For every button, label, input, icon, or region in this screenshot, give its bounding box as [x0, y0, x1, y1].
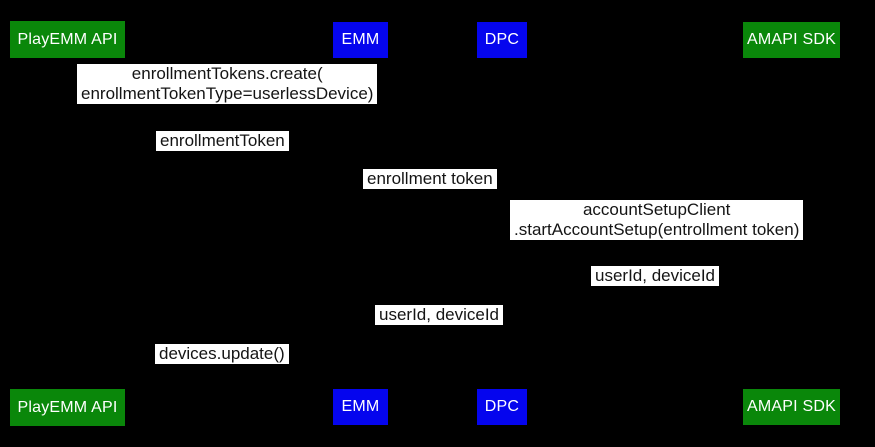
- actor-playemm-api-top: PlayEMM API: [10, 21, 125, 58]
- actor-emm-bottom: EMM: [333, 389, 388, 425]
- actor-amapi-sdk-bottom: AMAPI SDK: [743, 389, 840, 425]
- actor-dpc-top: DPC: [477, 22, 527, 58]
- message-userid-deviceid-right: userId, deviceId: [591, 266, 720, 286]
- message-enrollment-token: enrollment token: [363, 169, 497, 189]
- actor-amapi-sdk-top: AMAPI SDK: [743, 22, 840, 58]
- message-devices-update: devices.update(): [155, 344, 289, 364]
- message-enrollment-tokens-create: enrollmentTokens.create( enrollmentToken…: [77, 64, 378, 104]
- message-start-account-setup: accountSetupClient .startAccountSetup(en…: [510, 200, 804, 240]
- actor-dpc-bottom: DPC: [477, 389, 527, 425]
- actor-emm-top: EMM: [333, 22, 388, 58]
- message-userid-deviceid-left: userId, deviceId: [375, 305, 504, 325]
- actor-playemm-api-bottom: PlayEMM API: [10, 389, 125, 426]
- message-enrollment-token-return: enrollmentToken: [156, 131, 289, 151]
